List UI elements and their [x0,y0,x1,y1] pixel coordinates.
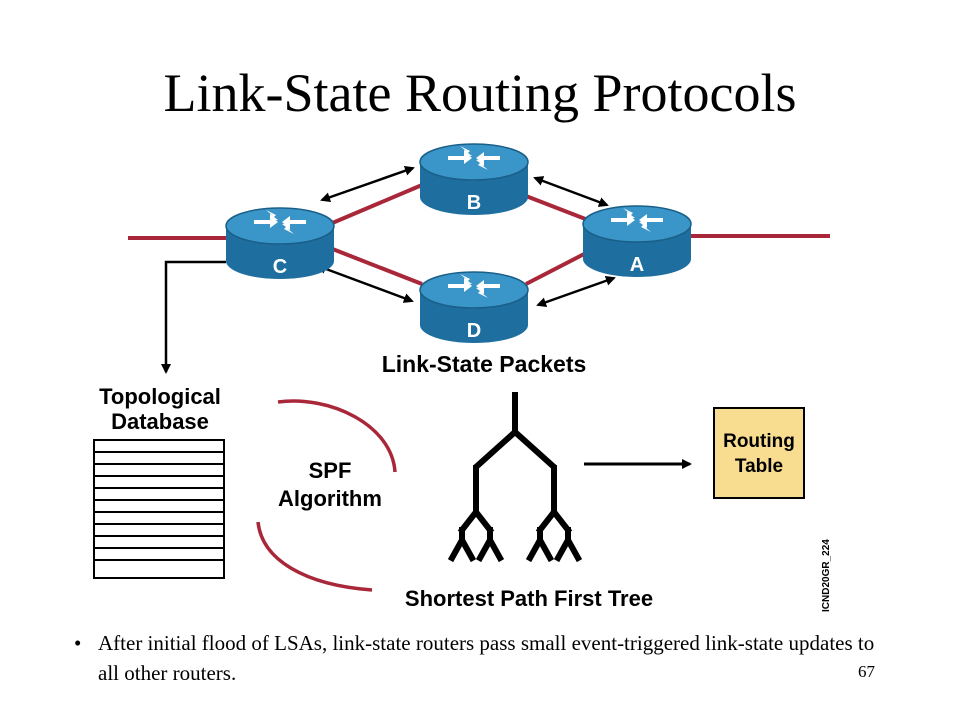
bullet-marker: • [74,631,82,655]
bullet-list: • After initial flood of LSAs, link-stat… [74,628,894,688]
page-number: 67 [858,662,875,681]
router-b-label: B [467,192,481,214]
spf-algorithm-label-line1: SPF [309,458,352,483]
lsp-arrow-c-d [316,264,414,303]
diagram-watermark: ICND20GR_224 [821,539,832,612]
topological-database-label-line1: Topological [99,384,221,409]
router-d-label: D [467,320,481,342]
router-d: D [419,271,529,343]
router-c-label: C [273,256,287,278]
link-state-packets-label: Link-State Packets [382,351,587,377]
routing-table-box [713,407,805,499]
router-c: C [225,207,335,279]
router-b: B [419,143,529,215]
link-b-a [525,194,589,222]
spf-tree-label: Shortest Path First Tree [405,586,653,611]
slide-title: Link-State Routing Protocols [163,63,797,123]
link-c-d [329,246,423,286]
link-c-b [329,183,423,226]
topological-database-label-line2: Database [111,409,209,434]
lsp-arrow-c-b [320,165,415,203]
topological-database-table [93,439,225,579]
arrow-c-to-database [161,260,226,374]
spf-arc-upper [277,399,397,473]
router-a-label: A [630,254,644,276]
spf-algorithm-label-line2: Algorithm [278,486,382,511]
spf-tree-icon [447,392,583,563]
lsp-arrows [316,165,616,308]
lsp-arrow-b-a [533,176,609,207]
bullet-item: After initial flood of LSAs, link-state … [98,631,875,685]
lsp-arrow-d-a [536,275,616,308]
spf-arc-lower [256,521,373,592]
routing-table-label-line1: Routing [723,431,795,452]
routing-table-label-line2: Table [735,456,783,477]
router-a: A [582,205,692,277]
link-d-a [525,250,589,286]
